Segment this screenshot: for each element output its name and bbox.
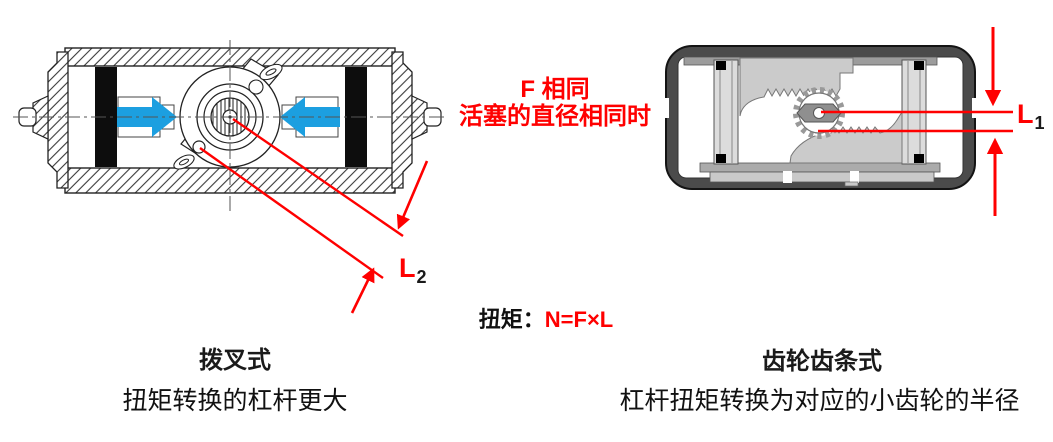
right-end-cap — [391, 51, 442, 189]
left-end-cap — [18, 51, 69, 189]
left-caption-title: 拨叉式 — [199, 347, 271, 374]
right-caption-desc: 杠杆扭矩转换为对应的小齿轮的半径 — [619, 387, 1020, 415]
yoke-slot-upper — [248, 63, 283, 95]
condition-note-line2: 活塞的直径相同时 — [459, 103, 651, 130]
lever-annotation-l2 — [199, 118, 429, 314]
lever-length-l1-label: L1 — [1017, 99, 1045, 133]
right-caption-title: 齿轮齿条式 — [762, 348, 882, 375]
scotch-yoke-diagram — [13, 40, 447, 314]
lower-rack — [789, 110, 903, 164]
l1-base: L — [1017, 99, 1034, 129]
l1-subscript: 1 — [1034, 113, 1045, 133]
rack-pinion-diagram — [663, 27, 1013, 216]
left-caption-desc: 扭矩转换的杠杆更大 — [122, 387, 348, 415]
lever-annotation-l1 — [818, 27, 1013, 216]
condition-note: F 相同 活塞的直径相同时 — [438, 76, 672, 130]
torque-formula-expression: N=F×L — [544, 307, 614, 332]
l2-subscript: 2 — [416, 267, 427, 287]
torque-formula: 扭矩：N=F×L — [430, 302, 662, 334]
condition-note-line1: F 相同 — [520, 76, 590, 103]
l2-base: L — [399, 253, 416, 283]
torque-formula-prefix: 扭矩： — [478, 307, 545, 332]
base-plates — [699, 162, 941, 187]
left-piston — [713, 59, 739, 165]
lever-length-l2-label: L2 — [399, 253, 427, 287]
upper-rack — [739, 57, 854, 117]
